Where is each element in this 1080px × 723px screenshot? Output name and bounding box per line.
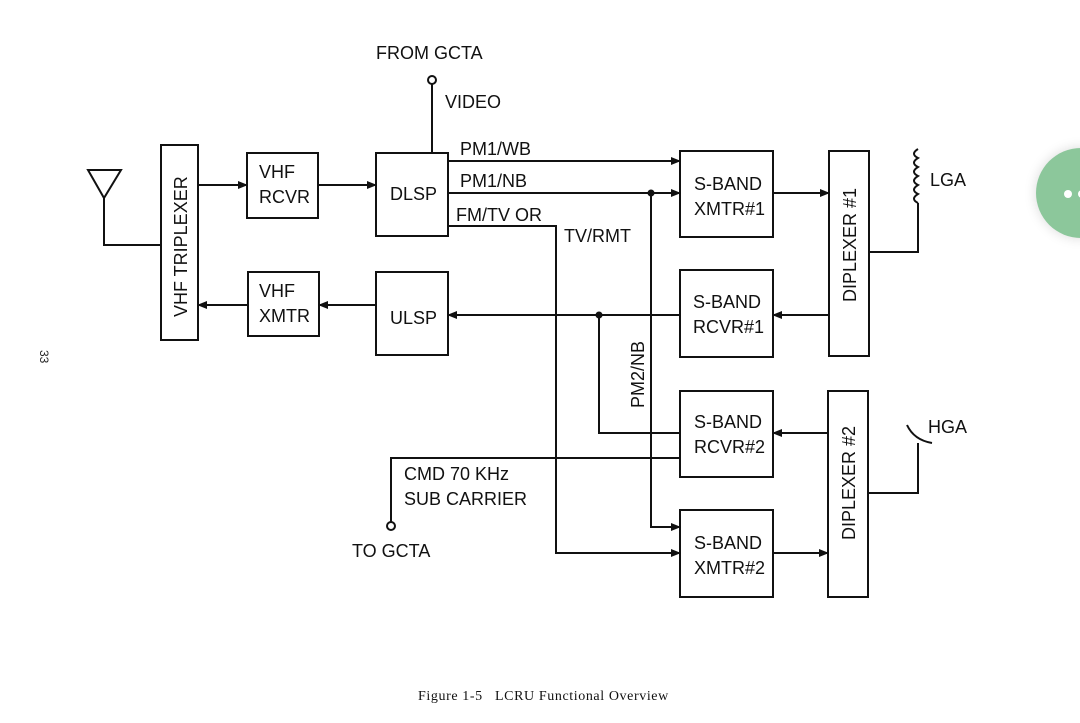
page-number: 33 — [37, 350, 51, 364]
label-pm1-nb: PM1/NB — [460, 171, 527, 191]
svg-text:DLSP: DLSP — [390, 184, 437, 204]
svg-text:S-BAND: S-BAND — [694, 412, 762, 432]
more-dots-icon — [1064, 190, 1072, 198]
svg-text:VHF: VHF — [259, 281, 295, 301]
block-sband-xmtr-2: S-BAND XMTR#2 — [679, 509, 774, 598]
svg-text:RCVR#1: RCVR#1 — [693, 317, 764, 337]
label-to-gcta: TO GCTA — [352, 541, 430, 561]
svg-text:XMTR#1: XMTR#1 — [694, 199, 765, 219]
hga-antenna-icon — [906, 424, 933, 444]
block-sband-rcvr-2: S-BAND RCVR#2 — [679, 390, 774, 478]
block-vhf-xmtr: VHF XMTR — [247, 271, 320, 337]
block-dlsp: DLSP — [375, 152, 449, 237]
svg-text:DIPLEXER #2: DIPLEXER #2 — [839, 426, 859, 540]
svg-text:S-BAND: S-BAND — [694, 533, 762, 553]
label-tv-rmt: TV/RMT — [564, 226, 631, 246]
block-sband-xmtr-1: S-BAND XMTR#1 — [679, 150, 774, 238]
figure-caption: Figure 1-5 LCRU Functional Overview — [418, 689, 669, 704]
label-pm2-nb: PM2/NB — [628, 341, 648, 408]
lga-antenna-icon — [913, 148, 921, 204]
label-from-gcta: FROM GCTA — [376, 43, 483, 63]
svg-text:RCVR: RCVR — [259, 187, 310, 207]
label-cmd-2: SUB CARRIER — [404, 489, 527, 509]
vhf-antenna-icon — [86, 169, 161, 246]
block-diplexer-1: DIPLEXER #1 — [828, 150, 870, 357]
block-vhf-triplexer: VHF TRIPLEXER — [160, 144, 199, 341]
more-dots-icon — [1078, 190, 1080, 198]
label-cmd-1: CMD 70 KHz — [404, 464, 509, 484]
block-vhf-rcvr: VHF RCVR — [246, 152, 319, 219]
svg-text:RCVR#2: RCVR#2 — [694, 437, 765, 457]
label-lga: LGA — [930, 170, 966, 190]
connections — [197, 75, 919, 557]
svg-text:VHF TRIPLEXER: VHF TRIPLEXER — [171, 176, 191, 317]
block-ulsp: ULSP — [375, 271, 449, 356]
svg-text:S-BAND: S-BAND — [694, 174, 762, 194]
label-video: VIDEO — [445, 92, 501, 112]
svg-text:ULSP: ULSP — [390, 308, 437, 328]
svg-text:XMTR#2: XMTR#2 — [694, 558, 765, 578]
svg-text:XMTR: XMTR — [259, 306, 310, 326]
block-diplexer-2: DIPLEXER #2 — [827, 390, 869, 598]
svg-text:DIPLEXER #1: DIPLEXER #1 — [840, 188, 860, 302]
label-pm1-wb: PM1/WB — [460, 139, 531, 159]
svg-text:VHF: VHF — [259, 162, 295, 182]
label-fmtv-or: FM/TV OR — [456, 205, 542, 225]
block-sband-rcvr-1: S-BAND RCVR#1 — [679, 269, 774, 358]
svg-text:S-BAND: S-BAND — [693, 292, 761, 312]
label-hga: HGA — [928, 417, 967, 437]
